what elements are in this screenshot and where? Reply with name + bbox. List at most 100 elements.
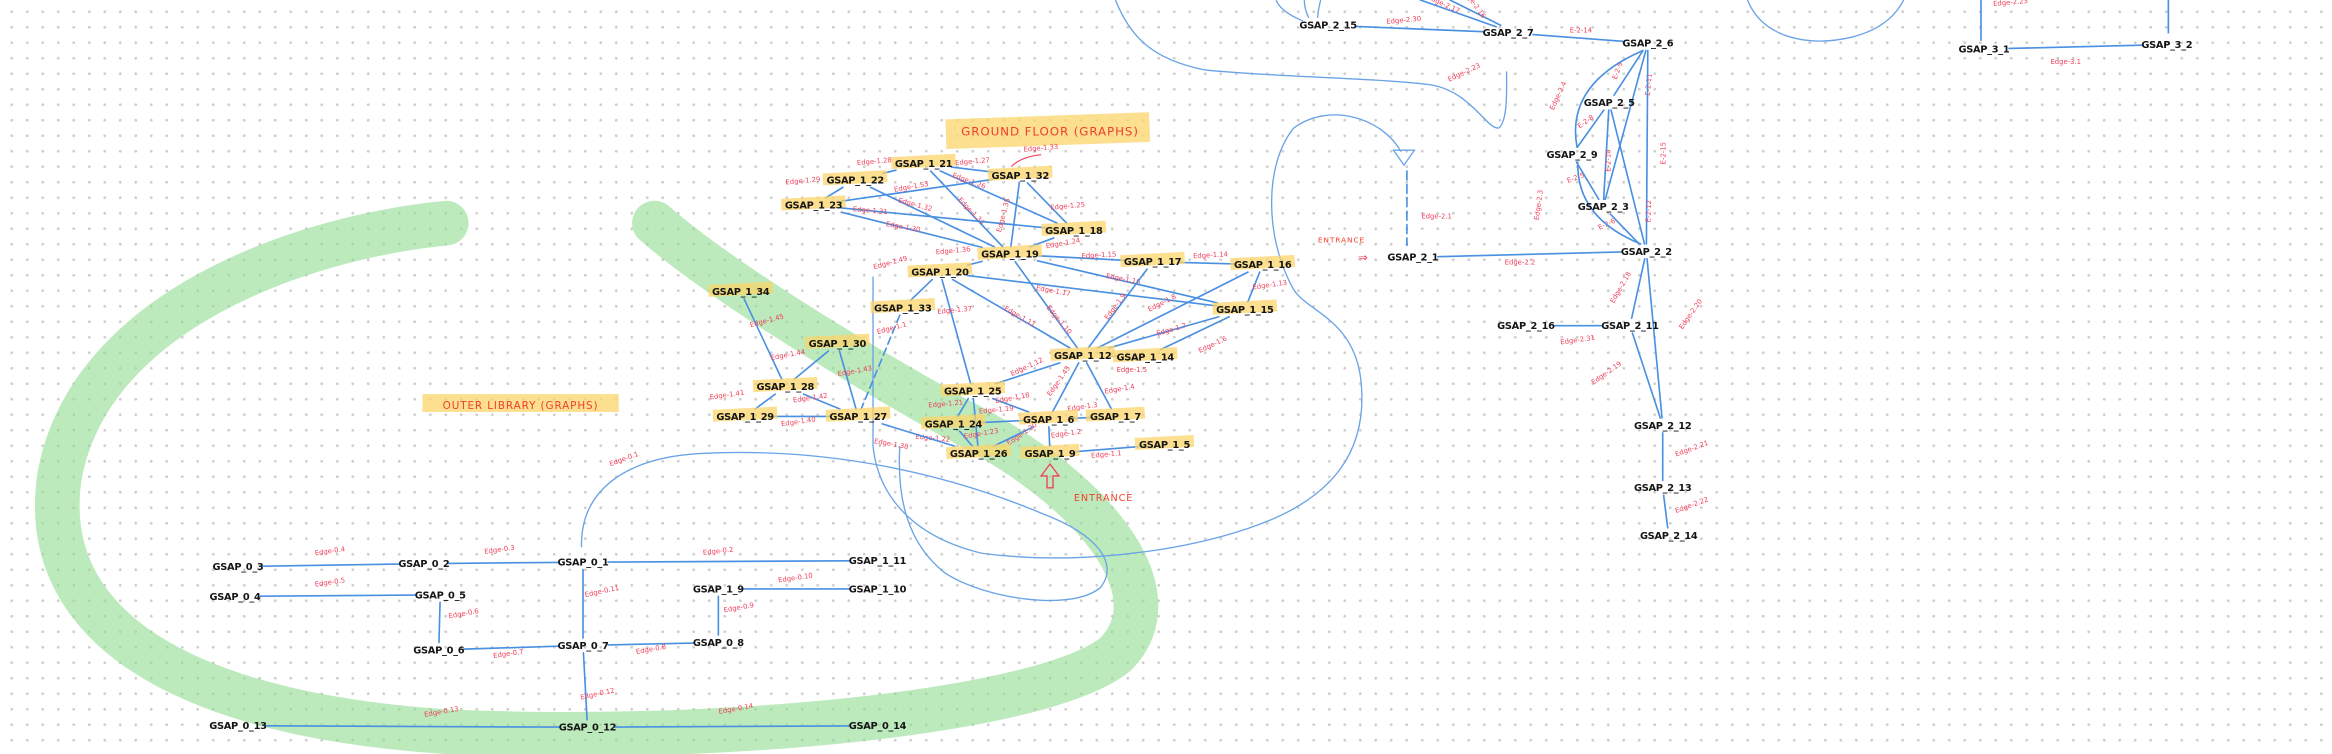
graph-node[interactable]: GSAP_1_9 bbox=[693, 584, 745, 595]
graph-node[interactable]: GSAP_1_27 bbox=[825, 406, 891, 423]
graph-node[interactable]: GSAP_1_18 bbox=[1041, 220, 1107, 237]
edge-label: Edge-1.13 bbox=[1252, 279, 1288, 292]
edge-label: Edge-1.2 bbox=[1050, 428, 1081, 440]
graph-node[interactable]: GSAP_2_3 bbox=[1578, 202, 1630, 213]
node-highlight bbox=[780, 195, 846, 211]
graph-node[interactable]: GSAP_1_11 bbox=[849, 556, 907, 567]
edge-label: Edge-2.20 bbox=[1678, 298, 1705, 331]
graph-node[interactable]: GSAP_1_21 bbox=[891, 153, 956, 170]
graph-node[interactable]: GSAP_1_16 bbox=[1230, 254, 1296, 271]
edge-line bbox=[607, 642, 695, 646]
edge-label: E-2-14 bbox=[1570, 27, 1592, 35]
edge-label: Edge-1.33 bbox=[1023, 143, 1058, 154]
graph-node[interactable]: GSAP_0_7 bbox=[558, 641, 610, 652]
node-label: GSAP_1_17 bbox=[1124, 257, 1182, 268]
node-label: GSAP_2_7 bbox=[1483, 28, 1534, 39]
edge-label: Edge-1.10 bbox=[1045, 304, 1074, 336]
node-label: GSAP_1_14 bbox=[1116, 352, 1174, 363]
edge-label: Edge-1.21 bbox=[928, 399, 963, 410]
graph-node[interactable]: GSAP_2_15 bbox=[1299, 21, 1357, 32]
graph-node[interactable]: GSAP_0_13 bbox=[209, 721, 267, 732]
edge-line bbox=[1645, 49, 1649, 245]
graph-node[interactable]: GSAP_1_34 bbox=[708, 281, 774, 298]
graph-node[interactable]: GSAP_1_19 bbox=[977, 244, 1043, 261]
graph-node[interactable]: GSAP_1_20 bbox=[907, 262, 973, 279]
node-highlight bbox=[1230, 254, 1296, 271]
graph-node[interactable]: GSAP_1_33 bbox=[870, 297, 936, 314]
graph-node[interactable]: GSAP_2_2 bbox=[1621, 247, 1672, 258]
node-highlight bbox=[1085, 406, 1146, 422]
graph-node[interactable]: GSAP_2_16 bbox=[1497, 321, 1555, 332]
node-label: GSAP_1_9 bbox=[1025, 449, 1076, 460]
graph-node[interactable]: GSAP_0_14 bbox=[849, 721, 907, 732]
edge-label: E-2-5 bbox=[1566, 171, 1586, 185]
node-label: GSAP_2_2 bbox=[1621, 247, 1672, 258]
graph-node[interactable]: GSAP_1_32 bbox=[987, 165, 1053, 182]
graph-node[interactable]: GSAP_1_23 bbox=[780, 195, 846, 212]
edge-line bbox=[824, 186, 844, 199]
graph-node[interactable]: GSAP_3_1 bbox=[1958, 44, 2010, 55]
edge-label: Edge-2.31 bbox=[1560, 334, 1596, 347]
graph-node[interactable]: GSAP_2_14 bbox=[1640, 531, 1698, 542]
edge-label: Edge-1.31 bbox=[853, 205, 888, 216]
graph-node[interactable]: GSAP_1_29 bbox=[712, 406, 778, 423]
graph-node[interactable]: GSAP_0_12 bbox=[559, 723, 617, 734]
graph-node[interactable]: GSAP_1_15 bbox=[1212, 299, 1278, 316]
edge-label: Edge-1.9 bbox=[1103, 292, 1128, 321]
graph-node[interactable]: GSAP_1_22 bbox=[822, 170, 888, 186]
node-label: GSAP_0_5 bbox=[415, 590, 466, 601]
graph-node[interactable]: GSAP_0_8 bbox=[693, 638, 745, 649]
node-label: GSAP_0_1 bbox=[558, 558, 609, 569]
graph-node[interactable]: GSAP_2_6 bbox=[1622, 39, 1674, 50]
edge-label: Edge-0.5 bbox=[314, 576, 345, 588]
graph-node[interactable]: GSAP_0_1 bbox=[558, 558, 610, 569]
graph-node[interactable]: GSAP_1_30 bbox=[804, 333, 870, 350]
graph-node[interactable]: GSAP_1_12 bbox=[1050, 345, 1116, 362]
graph-node[interactable]: GSAP_2_11 bbox=[1601, 321, 1659, 332]
graph-node[interactable]: GSAP_0_3 bbox=[213, 562, 265, 573]
outer-library-title-text: OUTER LIBRARY (GRAPHS) bbox=[443, 400, 599, 412]
graph-node[interactable]: GSAP_2_5 bbox=[1584, 98, 1636, 109]
node-label: GSAP_1_29 bbox=[716, 412, 774, 423]
graph-node[interactable]: GSAP_1_28 bbox=[752, 376, 818, 393]
graph-node[interactable]: GSAP_2_7 bbox=[1483, 28, 1535, 39]
graph-node[interactable]: GSAP_1_7 bbox=[1085, 406, 1146, 423]
edge-label: Edge-2.1 bbox=[1421, 213, 1452, 221]
edge-label: Edge-0.7 bbox=[493, 648, 524, 660]
graph-node[interactable]: GSAP_2_1 bbox=[1387, 253, 1439, 264]
edge-line bbox=[1575, 161, 1600, 201]
graph-node[interactable]: GSAP_0_5 bbox=[415, 590, 467, 601]
graph-node[interactable]: GSAP_1_10 bbox=[849, 584, 907, 595]
edge-label: Edge-1.15 bbox=[1081, 250, 1116, 260]
graph-node[interactable]: GSAP_3_2 bbox=[2141, 40, 2192, 51]
edge-label: Edge-1.44 bbox=[770, 348, 806, 362]
edge-line bbox=[448, 561, 559, 565]
edge-line bbox=[259, 594, 417, 597]
graph-node[interactable]: GSAP_0_2 bbox=[398, 559, 449, 570]
edge-line bbox=[438, 601, 441, 644]
edge-line bbox=[958, 430, 974, 447]
graph-node[interactable]: GSAP_0_6 bbox=[413, 645, 465, 656]
graph-node[interactable]: GSAP_1_9 bbox=[1020, 443, 1080, 460]
graph-node[interactable]: GSAP_0_4 bbox=[210, 592, 262, 603]
graph-node[interactable]: GSAP_1_6 bbox=[1018, 409, 1079, 426]
edge-label: Edge-1.19 bbox=[979, 404, 1014, 415]
graph-node[interactable]: GSAP_1_14 bbox=[1112, 347, 1178, 363]
graph-node[interactable]: GSAP_2_9 bbox=[1547, 150, 1599, 161]
node-label: GSAP_0_8 bbox=[693, 638, 744, 649]
graph-node[interactable]: GSAP_2_12 bbox=[1634, 421, 1692, 432]
outer-library-region-highlight bbox=[35, 200, 1159, 754]
edge-line bbox=[1159, 315, 1231, 351]
node-label: GSAP_1_32 bbox=[992, 171, 1049, 182]
graph-node[interactable]: GSAP_1_17 bbox=[1120, 251, 1185, 268]
graph-node[interactable]: GSAP_2_13 bbox=[1634, 483, 1692, 494]
edge-label: Edge-0.6 bbox=[448, 607, 479, 620]
edge-line bbox=[1036, 254, 1126, 262]
graph-node[interactable]: GSAP_1_25 bbox=[940, 381, 1006, 398]
edge-label: Edge-2.18 bbox=[1609, 270, 1633, 304]
edge-label: Edge-1.5 bbox=[1117, 366, 1148, 374]
graph-node[interactable]: GSAP_1_5 bbox=[1134, 434, 1195, 451]
graph-node[interactable]: GSAP_1_24 bbox=[920, 413, 986, 430]
node-label: GSAP_2_12 bbox=[1634, 421, 1691, 432]
graph-node[interactable]: GSAP_1_26 bbox=[946, 443, 1011, 460]
